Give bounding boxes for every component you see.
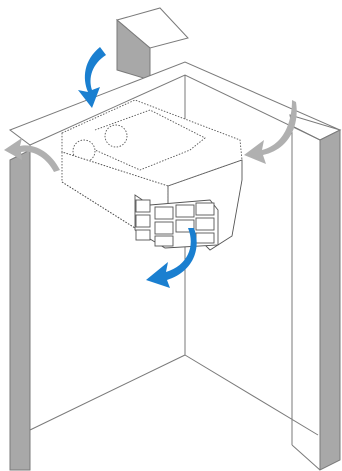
air-conditioner-unit bbox=[62, 100, 242, 250]
louver bbox=[196, 203, 214, 215]
louver bbox=[155, 222, 173, 234]
louver bbox=[155, 236, 173, 246]
louver bbox=[155, 207, 173, 219]
left-floor-line bbox=[30, 355, 185, 430]
louver bbox=[176, 205, 194, 217]
louver bbox=[136, 230, 150, 240]
right-wall-face bbox=[320, 130, 340, 470]
louver bbox=[196, 233, 214, 243]
louver bbox=[196, 218, 214, 230]
louver bbox=[136, 200, 150, 212]
louver bbox=[136, 215, 150, 227]
right-wall-bottom bbox=[292, 445, 320, 470]
right-floor-line bbox=[185, 355, 318, 435]
left-wall-face bbox=[10, 150, 30, 470]
